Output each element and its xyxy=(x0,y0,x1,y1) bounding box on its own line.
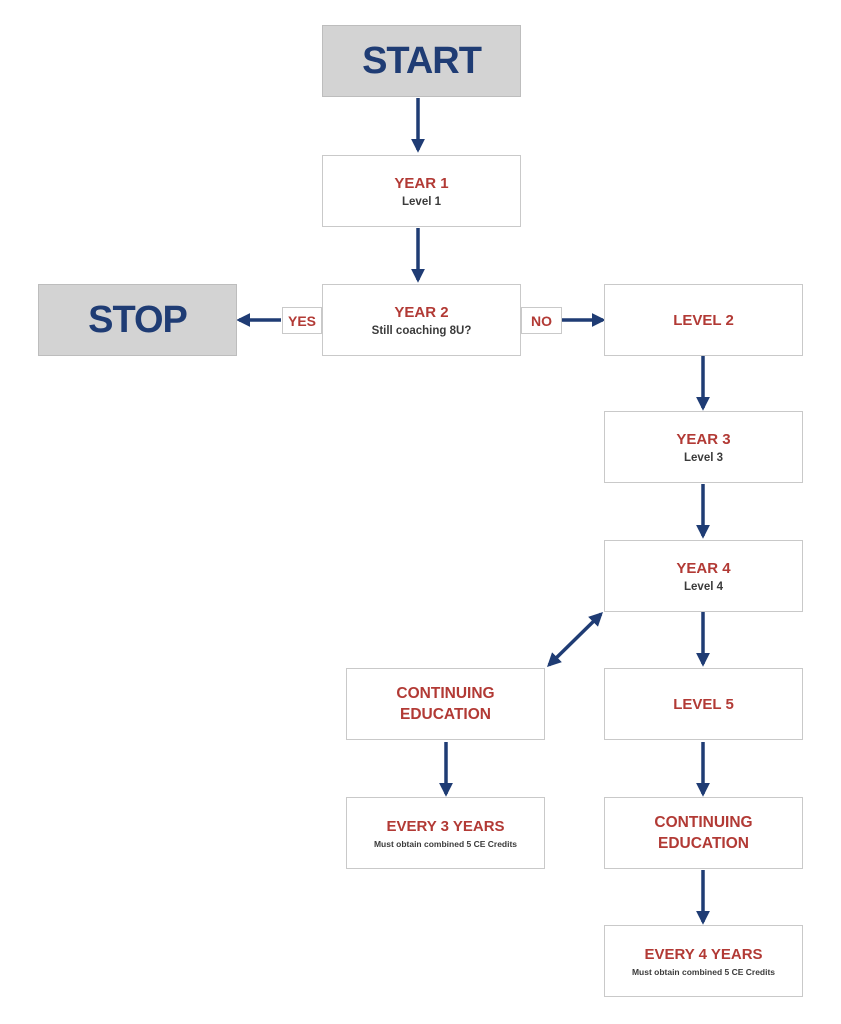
every4-box: EVERY 4 YEARS Must obtain combined 5 CE … xyxy=(604,925,803,997)
year2-question: Still coaching 8U? xyxy=(371,325,472,337)
year2-title: YEAR 2 xyxy=(394,304,449,321)
continuing-education-right-box: CONTINUING EDUCATION xyxy=(604,797,803,869)
start-box: START xyxy=(322,25,521,97)
start-label: START xyxy=(362,39,482,82)
level2-box: LEVEL 2 xyxy=(604,284,803,356)
continuing-education-right-line2: EDUCATION xyxy=(658,835,749,852)
year4-box: YEAR 4 Level 4 xyxy=(604,540,803,612)
year3-box: YEAR 3 Level 3 xyxy=(604,411,803,483)
year4-subtitle: Level 4 xyxy=(684,581,723,593)
continuing-education-left-line2: EDUCATION xyxy=(400,706,491,723)
every3-note: Must obtain combined 5 CE Credits xyxy=(373,839,518,849)
year3-title: YEAR 3 xyxy=(676,431,731,448)
continuing-education-right-line1: CONTINUING xyxy=(654,814,753,831)
level5-box: LEVEL 5 xyxy=(604,668,803,740)
level2-title: LEVEL 2 xyxy=(673,311,734,329)
year3-subtitle: Level 3 xyxy=(684,452,723,464)
year1-box: YEAR 1 Level 1 xyxy=(322,155,521,227)
continuing-education-left-line1: CONTINUING xyxy=(396,685,495,702)
every3-box: EVERY 3 YEARS Must obtain combined 5 CE … xyxy=(346,797,545,869)
arrow-year4-continuing-education xyxy=(547,612,603,667)
stop-box: STOP xyxy=(38,284,237,356)
every3-title: EVERY 3 YEARS xyxy=(386,818,505,835)
no-label: NO xyxy=(521,307,562,334)
year1-title: YEAR 1 xyxy=(394,175,449,192)
every4-note: Must obtain combined 5 CE Credits xyxy=(631,967,776,977)
every4-title: EVERY 4 YEARS xyxy=(644,946,763,963)
year2-box: YEAR 2 Still coaching 8U? xyxy=(322,284,521,356)
stop-label: STOP xyxy=(88,298,188,341)
year1-subtitle: Level 1 xyxy=(402,196,441,208)
level5-title: LEVEL 5 xyxy=(673,695,734,713)
yes-label: YES xyxy=(282,307,322,334)
year4-title: YEAR 4 xyxy=(676,560,731,577)
continuing-education-left-box: CONTINUING EDUCATION xyxy=(346,668,545,740)
